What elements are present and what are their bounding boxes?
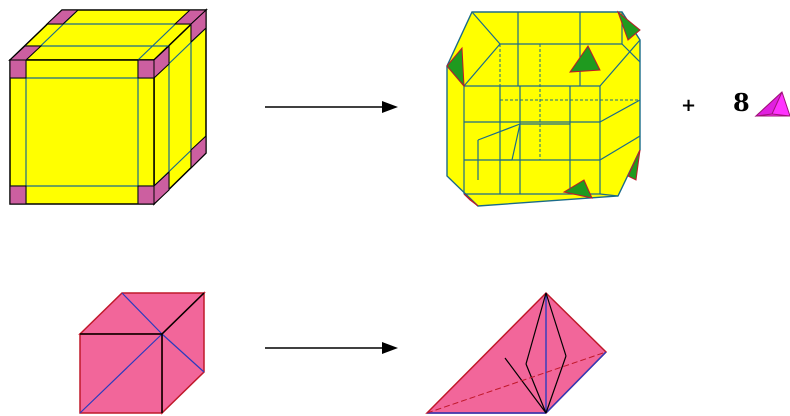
corner-piece-icon: [137, 59, 155, 79]
arrow-right-icon: [265, 342, 398, 354]
plus-sign: +: [681, 95, 696, 116]
pink-cube: [78, 291, 206, 415]
corner-piece-icon: [9, 185, 27, 205]
corner-piece-icon: [9, 59, 27, 79]
corner-piece-icon: [8, 45, 43, 61]
corner-piece-icon: [153, 170, 170, 206]
corner-tetrahedron-icon: [616, 10, 641, 41]
pink-wedge: [425, 291, 608, 414]
arrow-right-icon: [265, 101, 398, 113]
corner-piece-icon: [153, 44, 170, 80]
small-tetrahedron-icon: [754, 91, 790, 117]
corner-tetrahedron-icon: [627, 149, 641, 181]
corner-piece-icon: [137, 185, 155, 205]
corner-tetrahedron-icon: [463, 193, 479, 207]
piece-count: 8: [733, 88, 750, 117]
corner-tetrahedron-icon: [446, 46, 465, 88]
corner-piece-icon: [45, 9, 80, 25]
corner-tetrahedron-icon: [562, 179, 593, 199]
corner-piece-icon: [190, 134, 207, 170]
corner-piece-icon: [173, 9, 208, 25]
corner-tetrahedron-icon: [568, 45, 601, 73]
cube-with-corners: [8, 8, 208, 206]
truncated-cube: [446, 10, 641, 207]
